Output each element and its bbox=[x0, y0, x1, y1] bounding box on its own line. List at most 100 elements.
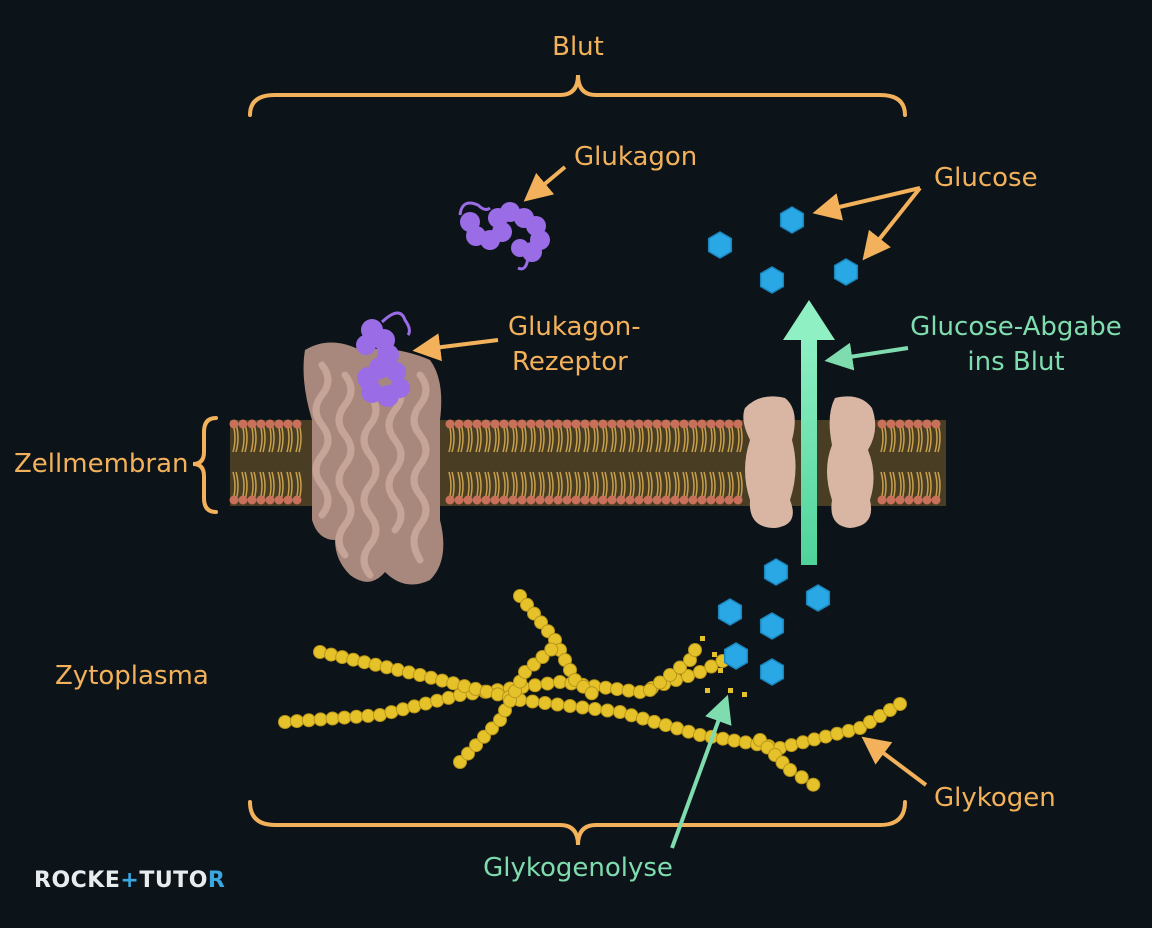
glycogen-bead bbox=[643, 683, 657, 697]
free-glucagon bbox=[458, 201, 550, 271]
glycogen-bead bbox=[469, 738, 483, 753]
glycogen-bead bbox=[301, 713, 316, 728]
brand-logo: ROCKE+TUTOR bbox=[34, 868, 226, 893]
glucose-release-arrow bbox=[783, 300, 835, 565]
glucose-pointer-1 bbox=[812, 186, 921, 221]
glycogen-bead bbox=[693, 665, 707, 679]
release-label-line2: ins Blut bbox=[967, 347, 1064, 377]
glucose-molecule bbox=[723, 642, 749, 670]
glycogen-bead bbox=[540, 676, 555, 691]
glycogen-fragment bbox=[712, 652, 717, 657]
blood-brace bbox=[248, 74, 907, 117]
glycogen-bead bbox=[715, 731, 730, 746]
glucagon-receptor bbox=[303, 311, 444, 585]
glycogen-bead bbox=[407, 699, 422, 714]
glycogen-bead bbox=[688, 643, 702, 657]
glycogen-bead bbox=[337, 710, 352, 725]
glycogen-bead bbox=[453, 755, 467, 769]
glucose-pointer-2 bbox=[862, 186, 922, 261]
glycogen-bead bbox=[289, 714, 304, 729]
receptor-label-line1: Glukagon- bbox=[508, 312, 641, 342]
glycogen-bead bbox=[794, 770, 809, 785]
glycogen-bead bbox=[807, 732, 822, 747]
glycogen-pointer bbox=[861, 736, 928, 787]
glucose-molecule bbox=[805, 584, 831, 612]
glycogen-bead bbox=[373, 708, 387, 722]
glycogenolysis-label: Glykogenolyse bbox=[483, 853, 673, 883]
glycogen-bead bbox=[693, 728, 707, 742]
receptor-pointer bbox=[412, 333, 499, 362]
glycogen-bead bbox=[485, 721, 499, 736]
glycogen-bead bbox=[653, 675, 667, 690]
glucose-molecule bbox=[717, 598, 743, 626]
glycogen-bead bbox=[349, 709, 364, 724]
glycogen-bead bbox=[544, 642, 559, 657]
glycogen-bead bbox=[670, 721, 685, 736]
glycogen-bead bbox=[738, 735, 753, 750]
glycogen-fragment bbox=[718, 668, 723, 673]
glycogen-bead bbox=[624, 708, 639, 723]
glycogen-bead bbox=[528, 678, 542, 693]
glycogen-bead bbox=[673, 660, 687, 675]
glycogen-bead bbox=[395, 702, 410, 717]
glycogen-bead bbox=[818, 729, 833, 744]
glycogen-bead bbox=[600, 703, 615, 718]
glycogen-fragment bbox=[728, 688, 733, 693]
glycogen-bead bbox=[727, 733, 742, 748]
glycogen-bead bbox=[430, 693, 445, 708]
glycogen-bead bbox=[550, 697, 565, 712]
glycogen-bead bbox=[588, 702, 602, 716]
glycogen-bead bbox=[830, 726, 845, 741]
glucose-molecule bbox=[833, 258, 859, 286]
glucose-molecule bbox=[759, 658, 785, 686]
glycogen-bead bbox=[704, 659, 719, 674]
glucose-molecule bbox=[759, 612, 785, 640]
cytoplasm-brace bbox=[248, 800, 907, 846]
blood-label: Blut bbox=[552, 32, 604, 62]
glycogen-bead bbox=[610, 682, 625, 697]
glycogen-bead bbox=[841, 723, 856, 738]
membrane-brace bbox=[192, 416, 218, 514]
glycogen-bead bbox=[663, 668, 677, 682]
glycogen-label: Glykogen bbox=[934, 783, 1056, 813]
glycogen-bead bbox=[461, 746, 475, 761]
glucose-molecule bbox=[707, 231, 733, 259]
glucose-molecule bbox=[779, 206, 805, 234]
glycogen-bead bbox=[278, 715, 292, 729]
cytoplasm-label: Zytoplasma bbox=[55, 661, 209, 691]
glucose-molecule bbox=[763, 558, 789, 586]
glycogen-bead bbox=[313, 712, 328, 727]
glycogen-bead bbox=[575, 700, 590, 715]
glycogen-fragment bbox=[742, 692, 747, 697]
membrane-label: Zellmembran bbox=[14, 449, 189, 479]
glycogen-bead bbox=[893, 697, 907, 711]
glycogen-bead bbox=[806, 777, 821, 792]
bound-glucagon bbox=[356, 319, 410, 407]
glucagon-pointer bbox=[523, 165, 567, 202]
release-label-line1: Glucose-Abgabe bbox=[910, 312, 1122, 342]
glycogen-bead bbox=[784, 738, 799, 753]
glycogen-fragment bbox=[705, 688, 710, 693]
glycogen-bead bbox=[441, 690, 456, 705]
glycogen-bead bbox=[384, 705, 399, 720]
glucose-molecules bbox=[707, 206, 859, 686]
glucose-label: Glucose bbox=[934, 163, 1038, 193]
glycogen-bead bbox=[795, 735, 810, 750]
glucose-transporter bbox=[743, 396, 876, 528]
glycogen-fragment bbox=[700, 636, 705, 641]
receptor-label-line2: Rezeptor bbox=[512, 347, 628, 377]
glycogen-bead bbox=[525, 694, 540, 709]
glycogen-bead bbox=[361, 708, 376, 723]
glycogen-bead bbox=[538, 696, 552, 710]
glycogen-chain bbox=[278, 589, 907, 792]
glycogen-bead bbox=[584, 686, 599, 701]
glycogen-bead bbox=[418, 696, 433, 711]
glycogen-bead bbox=[325, 711, 340, 726]
glucose-molecule bbox=[759, 266, 785, 294]
glycogenolysis-pointer bbox=[670, 694, 732, 849]
glycogen-bead bbox=[783, 763, 797, 777]
glycogen-bead bbox=[563, 699, 577, 713]
release-pointer bbox=[824, 342, 909, 371]
glucagon-label: Glukagon bbox=[574, 142, 697, 172]
